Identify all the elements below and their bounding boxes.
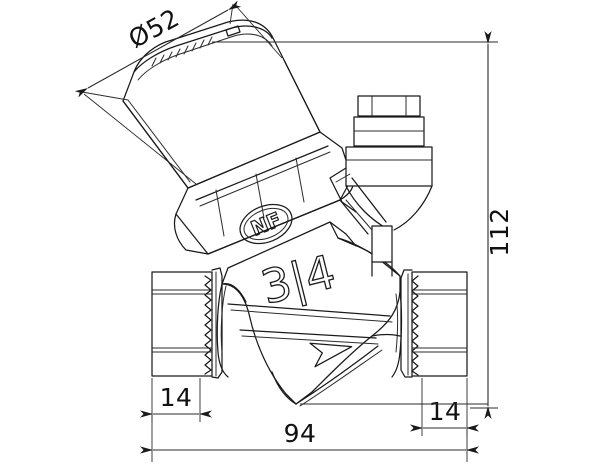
dimension-height-112: 112 — [212, 31, 514, 419]
body-markings: NF 3|4 — [239, 203, 353, 368]
flow-direction-arrow — [309, 342, 353, 368]
dimension-port-left-14-label: 14 — [160, 383, 193, 412]
dimension-port-right-14-label: 14 — [429, 397, 462, 426]
dimension-width-94-label: 94 — [284, 419, 317, 448]
port-right — [400, 269, 468, 378]
dimension-port-left-14: 14 — [140, 378, 212, 422]
dimension-port-right-14: 14 — [410, 378, 479, 436]
dimension-height-112-label: 112 — [485, 207, 514, 256]
dimension-width-94: 94 — [140, 414, 479, 462]
port-left — [151, 267, 223, 379]
gauge-port — [329, 95, 433, 277]
gauge-hex-nut — [357, 95, 421, 117]
